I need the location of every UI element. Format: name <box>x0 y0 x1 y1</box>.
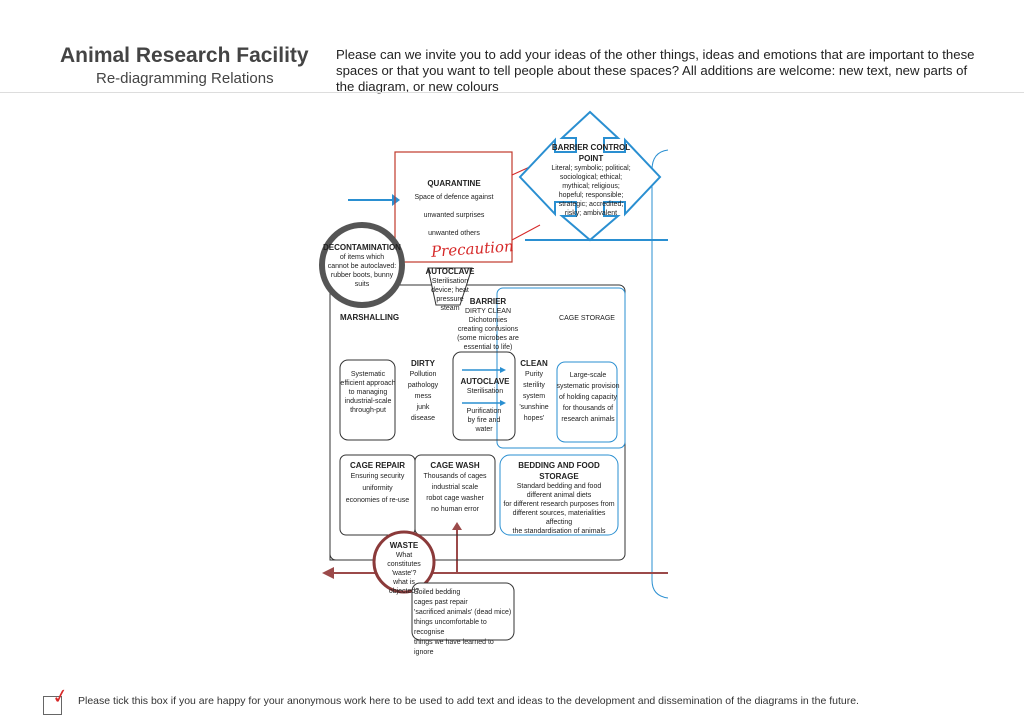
autoclave-box <box>452 351 516 441</box>
cage-wash-label: CAGE WASH Thousands of cages industrial … <box>423 461 487 513</box>
cage-storage-title: CAGE STORAGE <box>559 315 615 322</box>
maroon-arrowhead <box>322 567 334 579</box>
consent-text: Please tick this box if you are happy fo… <box>78 695 859 707</box>
cage-wash-box <box>414 454 496 536</box>
autoclave-mid-label: AUTOCLAVE Sterilisation <box>460 377 510 395</box>
purification-label: Purification by fire and water <box>466 408 502 433</box>
decontamination-label: DECONTAMINATION of items which cannot be… <box>323 243 401 288</box>
autoclave-top-label: AUTOCLAVE Sterilisation device; heat pre… <box>425 267 475 312</box>
marshalling-title: MARSHALLING <box>340 313 400 322</box>
cage-repair-label: CAGE REPAIR Ensuring security uniformity… <box>345 461 410 504</box>
clean-area-frame <box>496 287 626 449</box>
maroon-up-arrowhead <box>452 522 462 530</box>
cage-storage-inner-box <box>556 361 618 443</box>
page-title: Animal Research Facility <box>60 44 309 67</box>
marshalling-label: Systematic efficient approach to managin… <box>340 371 396 414</box>
clean-zone-frame <box>651 149 669 599</box>
blue-arrowhead <box>392 194 400 206</box>
waste-circle <box>372 530 436 594</box>
intro-text: Please can we invite you to add your ide… <box>336 47 975 94</box>
waste-label: WASTE What constitutes 'waste'? what is … <box>387 541 421 595</box>
waste-items-box <box>411 582 515 641</box>
marshalling-inner-box <box>339 359 396 441</box>
barrier-control-shape <box>518 110 662 242</box>
barrier-label: BARRIER DIRTY CLEAN Dichotomies creating… <box>457 297 519 351</box>
quarantine-label: QUARANTINE Space of defence against unwa… <box>414 179 494 237</box>
header-divider <box>0 92 1024 93</box>
clean-label: CLEAN Purity sterility system 'sunshine … <box>519 359 549 422</box>
bedding-label: BEDDING AND FOOD STORAGE Standard beddin… <box>503 461 615 535</box>
cage-storage-label: Large-scale systematic provision of hold… <box>556 372 620 423</box>
autoclave-top-shape <box>427 267 473 306</box>
consent-checkbox[interactable] <box>43 696 62 715</box>
decontamination-circle <box>319 222 405 308</box>
dirty-label: DIRTY Pollution pathology mess junk dise… <box>407 359 439 422</box>
quarantine-box <box>394 151 513 263</box>
bedding-box <box>499 454 619 536</box>
waste-items-label: Soiled bedding cages past repair 'sacrif… <box>414 589 512 656</box>
page-subtitle: Re-diagramming Relations <box>96 70 274 87</box>
barrier-control-label: BARRIER CONTROL POINT Literal; symbolic;… <box>551 143 631 217</box>
